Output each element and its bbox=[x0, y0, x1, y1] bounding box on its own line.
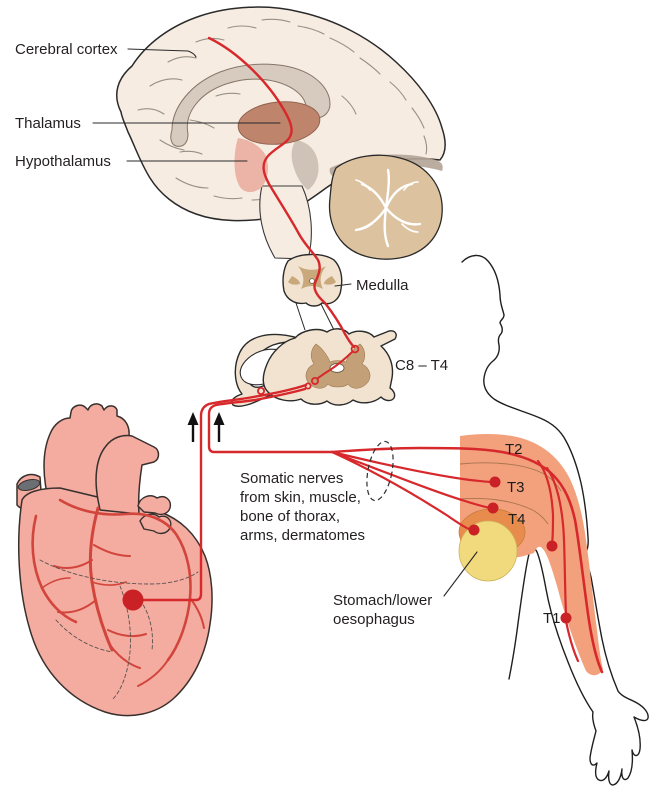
t2-sweep bbox=[330, 446, 604, 674]
medulla-gray-matter bbox=[288, 266, 336, 289]
label-dermatome-t3: T3 bbox=[507, 479, 525, 496]
up-arrow-icon bbox=[187, 412, 199, 442]
arm-referral-dot bbox=[546, 540, 558, 552]
t3-t4-referral-dot bbox=[487, 502, 499, 514]
medulla-leader bbox=[334, 283, 352, 287]
t3-referral-dot bbox=[489, 476, 501, 488]
afferent-direction-arrows bbox=[187, 412, 225, 442]
medulla-cross-section bbox=[282, 253, 343, 331]
stomach-leader bbox=[443, 551, 478, 597]
somatic-line-4: arms, dermatomes bbox=[240, 527, 366, 544]
label-medulla: Medulla bbox=[356, 277, 409, 294]
spinal-cord-cross-section bbox=[231, 328, 397, 407]
t4-referral-dot bbox=[468, 524, 480, 536]
hypothalamus-region bbox=[234, 138, 269, 193]
nerve-pathway bbox=[131, 36, 604, 674]
label-stomach-oesophagus: Stomach/lower oesophagus bbox=[333, 591, 432, 629]
sulci-lines bbox=[137, 18, 428, 201]
midbrain bbox=[291, 140, 319, 190]
label-hypothalamus: Hypothalamus bbox=[15, 153, 111, 170]
t1-referral-dot bbox=[560, 612, 572, 624]
somatic-line-2: from skin, muscle, bbox=[240, 489, 361, 506]
somatic-afferent bbox=[207, 387, 334, 454]
label-cerebral-cortex: Cerebral cortex bbox=[15, 41, 118, 58]
ventricles bbox=[17, 487, 213, 717]
atrial-stubs bbox=[137, 495, 172, 535]
dermatome-boundary-t3-t4 bbox=[459, 498, 549, 525]
brain-illustration bbox=[116, 6, 446, 260]
synapse-rings bbox=[256, 344, 360, 395]
somatic-line-1: Somatic nerves bbox=[240, 470, 344, 487]
coronary-arteries bbox=[31, 498, 205, 687]
label-dermatome-t4: T4 bbox=[508, 511, 526, 528]
stomach-area-circle bbox=[458, 520, 518, 582]
label-dermatome-t1: T1 bbox=[543, 610, 561, 627]
label-somatic-nerves: Somatic nerves from skin, muscle, bone o… bbox=[240, 469, 365, 545]
nerve-bundle-ellipse bbox=[366, 440, 394, 502]
label-spinal-segment: C8 – T4 bbox=[395, 357, 449, 374]
heart-infarct-dot bbox=[122, 589, 144, 611]
visceral-afferent bbox=[131, 383, 308, 602]
central-pathway bbox=[207, 36, 356, 349]
pulmonary-trunk bbox=[95, 434, 160, 515]
heart-illustration bbox=[16, 403, 213, 717]
central-canal bbox=[329, 363, 345, 373]
vessel-opening bbox=[17, 478, 41, 492]
body-outline bbox=[461, 254, 649, 786]
leader-lines bbox=[92, 48, 478, 597]
label-dermatome-t2: T2 bbox=[505, 441, 523, 458]
cerebral-cortex-leader bbox=[127, 48, 197, 58]
stomach-line-1: Stomach/lower bbox=[333, 592, 433, 609]
up-arrow-icon bbox=[213, 412, 225, 442]
brainstem bbox=[259, 185, 312, 260]
cerebellum bbox=[328, 154, 443, 260]
referral-dots bbox=[122, 476, 572, 624]
stomach-line-2: oesophagus bbox=[333, 611, 415, 628]
label-thalamus: Thalamus bbox=[15, 115, 81, 132]
somatic-line-3: bone of thorax, bbox=[240, 508, 341, 525]
arbor-vitae bbox=[354, 168, 422, 248]
